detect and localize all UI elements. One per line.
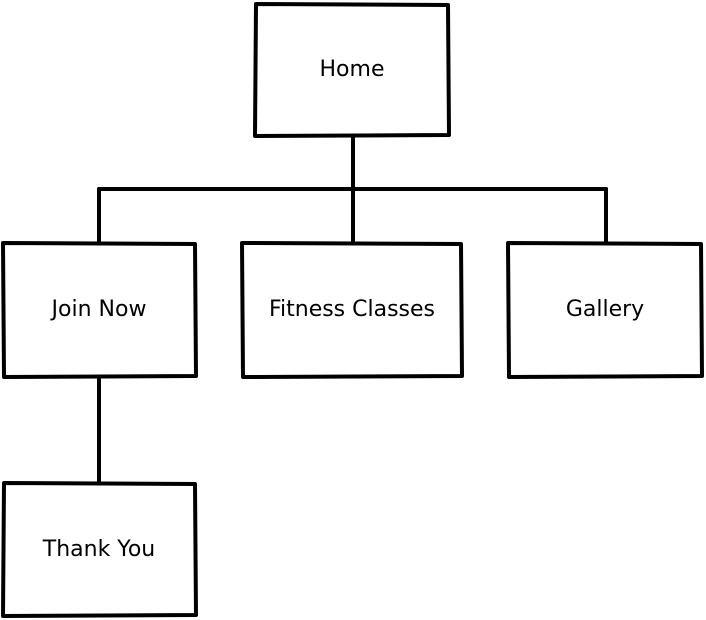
connectors — [97, 135, 608, 485]
node-thank-you-label: Thank You — [42, 537, 155, 562]
node-join-now-box — [1, 241, 198, 379]
node-join-now-label: Join Now — [50, 297, 147, 322]
node-gallery-label: Gallery — [566, 297, 644, 322]
node-home-box — [253, 2, 451, 138]
node-fitness-classes-box — [240, 241, 464, 379]
node-join-now: Join Now — [1, 241, 198, 379]
node-home-label: Home — [320, 57, 385, 82]
node-gallery: Gallery — [506, 241, 704, 379]
node-thank-you-box — [1, 481, 198, 618]
node-thank-you: Thank You — [1, 481, 198, 618]
node-fitness-classes: Fitness Classes — [240, 241, 464, 379]
node-home: Home — [253, 2, 451, 138]
node-fitness-classes-label: Fitness Classes — [269, 297, 435, 322]
node-gallery-box — [506, 241, 704, 379]
